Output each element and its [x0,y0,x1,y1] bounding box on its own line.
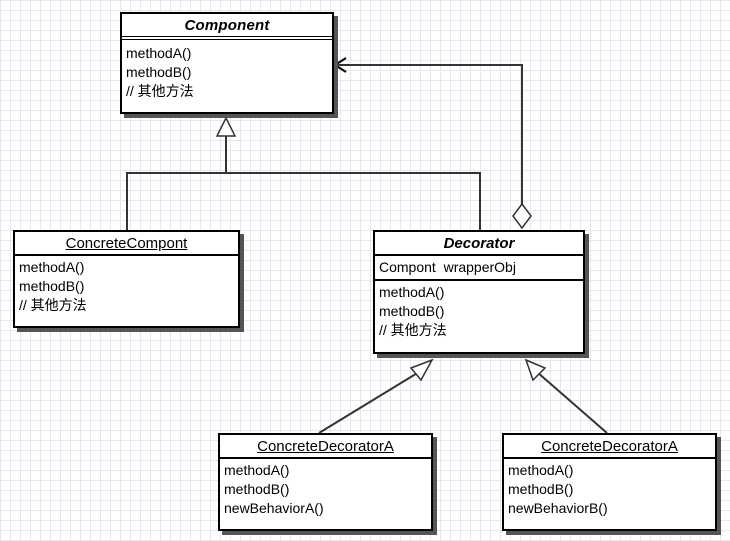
class-name-decorator: Decorator [375,232,583,256]
generalization-to-component [126,116,481,230]
class-concrete-decorator-b[interactable]: ConcreteDecoratorA methodA() methodB() n… [502,433,717,531]
generalization-arrowhead-b [524,358,547,382]
method-row: newBehaviorA() [224,500,324,516]
generalization-line-b [536,371,608,434]
method-row: methodB() [224,481,290,497]
methods-decorator: methodA() methodB() // 其他方法 [375,281,583,342]
class-name-concrete-decorator-a: ConcreteDecoratorA [220,435,431,459]
field-row: Compont wrapperObj [379,259,516,275]
class-name-concrete-component: ConcreteCompont [15,232,238,256]
methods-component: methodA() methodB() // 其他方法 [122,40,332,103]
method-row: methodA() [126,45,192,61]
method-row: // 其他方法 [126,83,194,99]
generalization-line-a [318,371,420,434]
method-row: methodA() [224,462,290,478]
class-name-concrete-decorator-b: ConcreteDecoratorA [504,435,715,459]
generalization-decorator-b-to-decorator [524,358,608,434]
generalization-bus-line [126,172,481,230]
aggregation-decorator-to-component [333,57,532,230]
aggregation-arrowhead [333,57,347,73]
method-row: methodA() [508,462,574,478]
methods-concrete-decorator-b: methodA() methodB() newBehaviorB() [504,459,715,520]
method-row: methodA() [379,284,445,300]
methods-concrete-component: methodA() methodB() // 其他方法 [15,256,238,317]
class-component[interactable]: Component methodA() methodB() // 其他方法 [120,12,334,114]
method-row: methodB() [508,481,574,497]
methods-concrete-decorator-a: methodA() methodB() newBehaviorA() [220,459,431,520]
class-concrete-decorator-a[interactable]: ConcreteDecoratorA methodA() methodB() n… [218,433,433,531]
class-decorator[interactable]: Decorator Compont wrapperObj methodA() m… [373,230,585,354]
generalization-arrowhead-a [409,358,434,382]
method-row: newBehaviorB() [508,500,608,516]
generalization-decorator-a-to-decorator [318,358,434,434]
generalization-arrowhead-component [215,116,237,137]
method-row: methodA() [19,259,85,275]
method-row: // 其他方法 [19,297,87,313]
method-row: // 其他方法 [379,322,447,338]
method-row: methodB() [379,303,445,319]
aggregation-line [336,64,523,208]
method-row: methodB() [19,278,85,294]
fields-decorator: Compont wrapperObj [375,256,583,281]
method-row: methodB() [126,64,192,80]
aggregation-diamond [512,202,532,230]
class-name-component: Component [122,14,332,40]
class-concrete-component[interactable]: ConcreteCompont methodA() methodB() // 其… [13,230,240,328]
